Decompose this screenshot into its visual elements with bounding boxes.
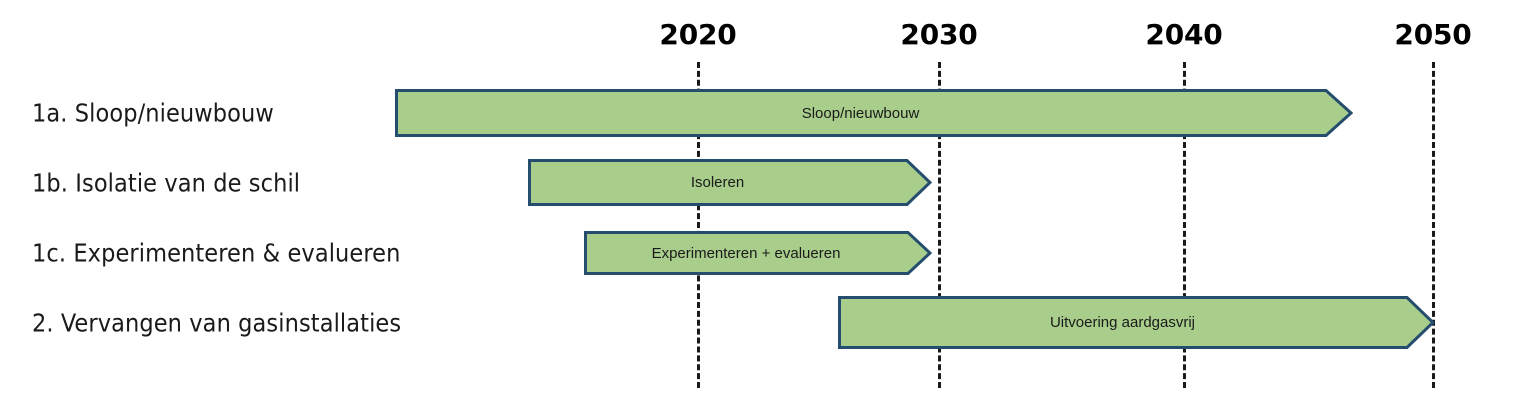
bar-arrow-shape [584,231,933,275]
year-label-2020: 2020 [659,18,737,51]
row-label-1a: 1a. Sloop/nieuwbouw [32,98,274,128]
bar-experimenteren-evalueren[interactable]: Experimenteren + evalueren [584,231,933,275]
row-label-2: 2. Vervangen van gasinstallaties [32,308,402,338]
bar-sloop-nieuwbouw[interactable]: Sloop/nieuwbouw [395,89,1354,137]
row-label-1c: 1c. Experimenteren & evalueren [32,238,401,268]
bar-arrow-shape [395,89,1354,137]
year-label-2050: 2050 [1394,18,1472,51]
row-label-1b: 1b. Isolatie van de schil [32,168,301,198]
bar-arrow-shape [528,159,933,206]
bar-uitvoering-aardgasvrij[interactable]: Uitvoering aardgasvrij [838,296,1436,349]
bar-isoleren[interactable]: Isoleren [528,159,933,206]
year-label-2030: 2030 [900,18,978,51]
bar-arrow-shape [838,296,1436,349]
year-label-2040: 2040 [1145,18,1223,51]
